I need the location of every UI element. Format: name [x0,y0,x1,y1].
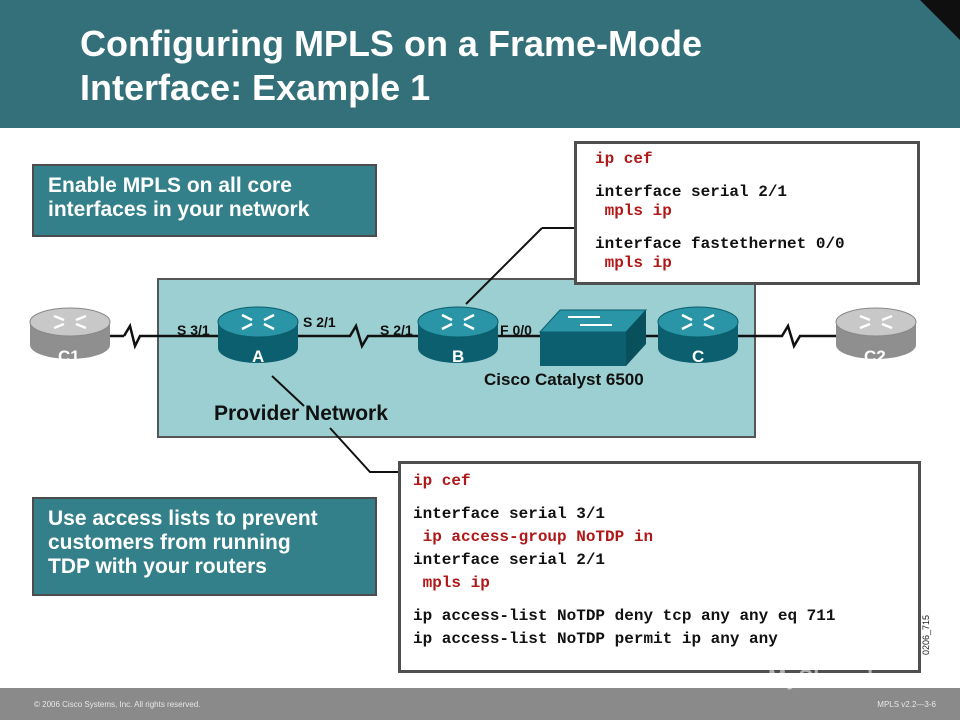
router-c1-icon [29,307,111,359]
title-line-2: Interface: Example 1 [80,67,431,108]
pointer-line-a [329,427,400,473]
footer-bar: © 2006 Cisco Systems, Inc. All rights re… [0,688,960,720]
config-line: interface serial 2/1 [413,551,606,569]
config-line: interface fastethernet 0/0 [595,235,845,253]
router-c2-icon [835,307,917,359]
interface-label-b-f00: F 0/0 [500,322,532,338]
title-bar: Configuring MPLS on a Frame-Mode Interfa… [0,0,960,128]
callout-line: interfaces in your network [48,198,310,221]
network-diagram [29,227,917,473]
callout-access-lists: Use access lists to prevent customers fr… [32,497,377,596]
link-c1-a [122,322,218,350]
pointer-line-b [465,227,543,305]
link-a-b [298,322,418,350]
corner-accent [920,0,960,40]
config-line: ip access-list NoTDP permit ip any any [413,630,778,648]
interface-label-a-s21: S 2/1 [303,314,336,330]
config-line: ip cef [595,150,653,168]
config-line: ip access-list NoTDP deny tcp any any eq… [413,607,836,625]
figure-id: 0206_715 [921,614,931,655]
router-c-label: C [692,347,705,366]
router-c1-label: C1 [58,347,80,366]
router-b-label: B [452,347,465,366]
config-line: interface serial 3/1 [413,505,606,523]
config-line: mpls ip [595,254,672,272]
callout-line: Enable MPLS on all core [48,174,292,197]
config-line: mpls ip [595,202,672,220]
link-c-c2 [738,322,836,350]
course-page-number: MPLS v2.2—3-6 [877,700,936,709]
callout-line: TDP with your routers [48,555,267,578]
callout-enable-mpls: Enable MPLS on all core interfaces in yo… [32,164,377,237]
interface-label-b-s21: S 2/1 [380,322,413,338]
router-a-label: A [252,347,265,366]
callout-line: customers from running [48,531,291,554]
router-c-icon [657,306,739,363]
router-b-icon [417,306,499,363]
catalyst-switch-icon [538,309,648,366]
provider-network-label: Provider Network [214,402,388,425]
copyright-text: © 2006 Cisco Systems, Inc. All rights re… [34,700,201,709]
config-line: ip access-group NoTDP in [413,528,654,546]
watermark-logo: MyShared [768,665,874,690]
title-line-1: Configuring MPLS on a Frame-Mode [80,23,702,64]
config-line: interface serial 2/1 [595,183,788,201]
config-box-router-a: ip cef interface serial 3/1 ip access-gr… [398,461,921,673]
config-box-router-b: ip cef interface serial 2/1 mpls ip inte… [574,141,920,285]
callout-line: Use access lists to prevent [48,507,318,530]
interface-label-a-s31: S 3/1 [177,322,210,338]
config-line: ip cef [413,472,471,490]
router-a-icon [217,306,299,363]
router-c2-label: C2 [864,347,886,366]
pointer-line-a [271,375,305,407]
slide-title: Configuring MPLS on a Frame-Mode Interfa… [80,22,880,110]
config-line: mpls ip [413,574,490,592]
switch-label: Cisco Catalyst 6500 [484,370,644,389]
